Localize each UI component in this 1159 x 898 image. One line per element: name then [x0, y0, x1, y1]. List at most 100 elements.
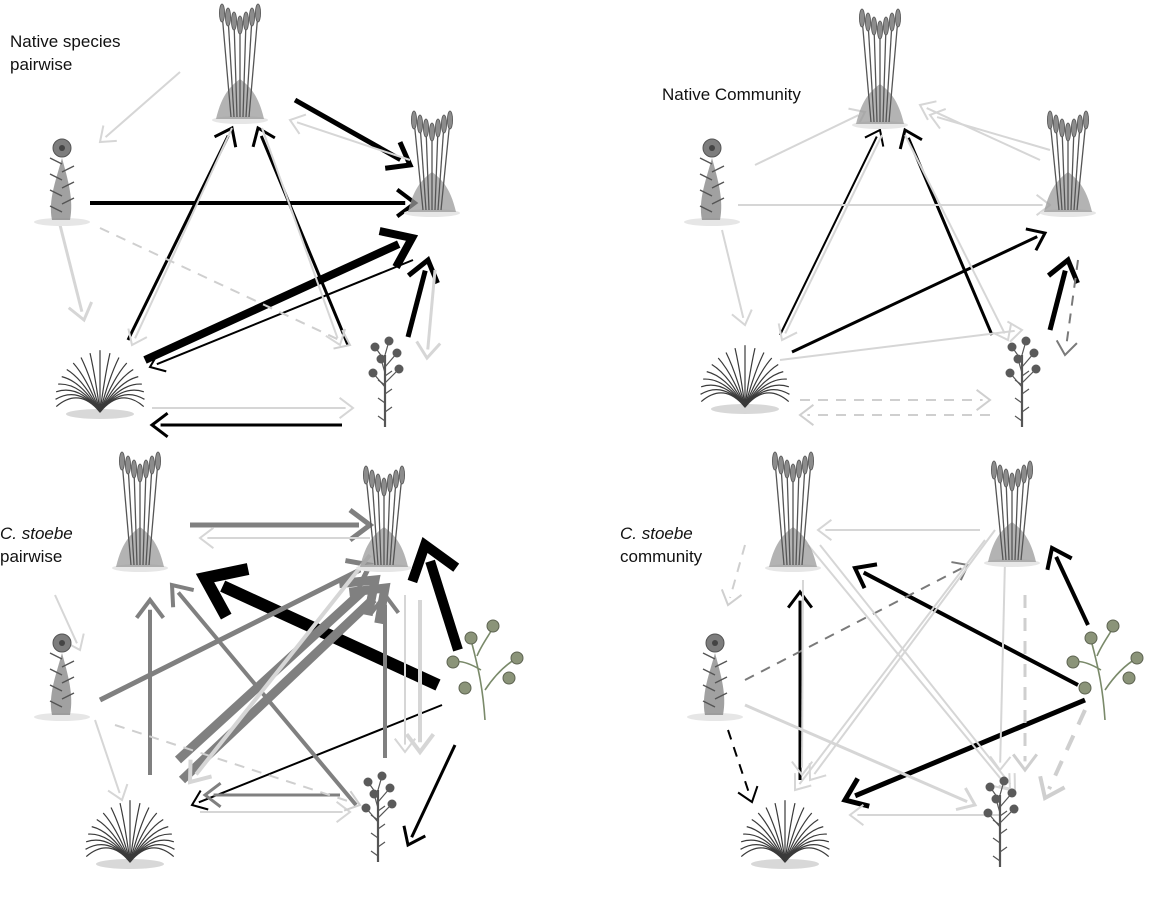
interaction-arrow	[727, 729, 759, 804]
slender-grass-plant-icon	[404, 110, 460, 217]
composite-flower-plant-icon	[361, 771, 397, 862]
interaction-arrow	[94, 719, 129, 802]
composite-flower-plant-icon	[1005, 336, 1041, 427]
slender-grass-plant-icon	[1040, 110, 1096, 217]
interaction-arrow	[370, 591, 400, 758]
interaction-arrow	[174, 574, 381, 764]
interaction-arrow	[1055, 259, 1079, 357]
panel-native-community-plants	[684, 8, 1096, 427]
interaction-arrow	[744, 703, 978, 812]
interaction-arrow	[1038, 709, 1087, 802]
panel-title-line: pairwise	[10, 53, 121, 76]
panel-title-line: Native species	[10, 30, 121, 53]
bunchgrass-plant-icon	[85, 800, 175, 869]
interaction-arrow	[807, 544, 1012, 792]
interaction-arrow	[720, 544, 746, 607]
interaction-arrow	[152, 397, 355, 419]
panel-title: C. stoebe pairwise	[0, 522, 73, 568]
interaction-arrow	[190, 508, 375, 542]
interaction-arrow	[798, 404, 990, 426]
interaction-arrow	[251, 125, 350, 346]
interaction-arrow	[791, 227, 1048, 354]
interaction-arrow	[98, 71, 181, 144]
interaction-arrow	[816, 519, 980, 541]
panel-title-line: C. stoebe	[620, 522, 702, 545]
panel-cstoebe-community	[720, 519, 1090, 826]
interaction-arrow	[989, 559, 1012, 772]
panel-title-text: pairwise	[10, 55, 73, 74]
interaction-arrow	[148, 259, 414, 373]
interaction-arrow	[779, 128, 885, 336]
interaction-arrow	[779, 320, 1024, 361]
composite-flower-plant-icon	[368, 336, 404, 427]
interaction-arrow	[1012, 595, 1038, 773]
panel-native-pairwise-plants	[34, 3, 460, 427]
tall-grass-plant-icon	[852, 8, 908, 129]
panel-title-text: C. stoebe	[0, 524, 73, 543]
bunchgrass-plant-icon	[740, 800, 830, 869]
arrow-layer	[54, 71, 1090, 848]
interaction-arrow	[126, 125, 238, 341]
interaction-arrow	[415, 269, 442, 361]
interaction-arrow	[190, 704, 443, 811]
interaction-arrow	[928, 108, 1051, 151]
panel-title-line: Native Community	[662, 83, 801, 106]
panel-title-line: C. stoebe	[0, 522, 73, 545]
interaction-arrow	[187, 553, 372, 785]
panel-title-text: Native species	[10, 32, 121, 51]
panel-title-text: Native Community	[662, 85, 801, 104]
interaction-arrow	[904, 134, 1013, 342]
interaction-arrow	[800, 389, 992, 411]
interaction-arrow	[1045, 544, 1090, 626]
interaction-arrow	[90, 188, 419, 218]
interaction-arrow	[405, 600, 435, 756]
interaction-arrow	[200, 801, 352, 823]
interaction-arrow	[848, 804, 1000, 826]
interaction-arrow	[288, 113, 411, 161]
panel-cstoebe-pairwise	[54, 508, 463, 848]
plant-layer	[34, 3, 1144, 869]
small-flowering-plant-icon	[684, 138, 740, 226]
knapweed-plant-icon	[446, 619, 524, 721]
knapweed-plant-icon	[1066, 619, 1144, 721]
small-flowering-plant-icon	[687, 633, 743, 721]
panel-title-line: community	[620, 545, 702, 568]
interaction-arrow	[787, 589, 813, 780]
interaction-arrow	[114, 724, 362, 812]
interaction-arrow	[1046, 255, 1080, 331]
panel-title: C. stoebe community	[620, 522, 702, 568]
panel-title-line: pairwise	[0, 545, 73, 568]
interaction-arrow	[293, 97, 414, 171]
interaction-arrow	[402, 744, 457, 848]
interaction-arrow	[202, 782, 340, 808]
interaction-arrow	[738, 194, 1052, 216]
panel-cstoebe-community-plants	[687, 451, 1144, 869]
interaction-arrow	[791, 579, 814, 777]
panel-cstoebe-pairwise-plants	[34, 451, 524, 869]
tall-grass-plant-icon	[212, 3, 268, 124]
interaction-arrow	[127, 127, 233, 347]
interaction-arrow	[852, 562, 1079, 687]
interaction-arrow	[744, 561, 970, 681]
interaction-arrow	[777, 134, 883, 342]
interaction-arrow	[721, 229, 753, 327]
small-flowering-plant-icon	[34, 633, 90, 721]
composite-flower-plant-icon	[983, 776, 1019, 867]
small-flowering-plant-icon	[34, 138, 90, 226]
interaction-arrow	[808, 529, 996, 782]
panel-title-text: pairwise	[0, 547, 63, 566]
panel-title: Native species pairwise	[10, 30, 121, 76]
panel-native-pairwise	[58, 71, 442, 438]
interaction-arrow	[407, 536, 463, 652]
interaction-arrow	[841, 697, 1086, 809]
panel-native-community	[721, 100, 1080, 426]
panel-title-text: community	[620, 547, 703, 566]
slender-grass-plant-icon	[356, 465, 412, 572]
interaction-arrow	[918, 100, 1041, 161]
tall-grass-plant-icon	[765, 451, 821, 572]
slender-grass-plant-icon	[984, 460, 1040, 567]
interaction-arrow	[135, 596, 165, 775]
tall-grass-plant-icon	[112, 451, 168, 572]
interaction-arrow	[198, 527, 370, 549]
